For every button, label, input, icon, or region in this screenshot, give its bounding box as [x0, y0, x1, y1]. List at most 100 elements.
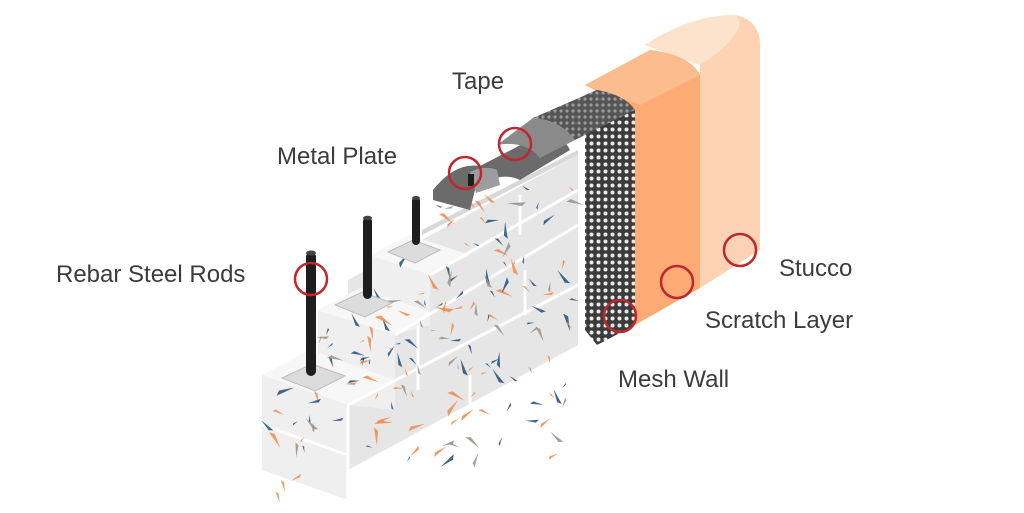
aggregate-fleck: [447, 442, 460, 448]
aggregate-fleck: [327, 342, 333, 348]
aggregate-fleck: [300, 436, 305, 443]
aggregate-fleck: [502, 241, 511, 258]
aggregate-fleck: [510, 258, 519, 276]
aggregate-fleck: [547, 355, 551, 365]
aggregate-fleck: [485, 219, 500, 224]
aggregate-fleck: [276, 387, 295, 396]
aggregate-fleck: [483, 193, 495, 203]
aggregate-fleck: [295, 442, 299, 458]
aggregate-fleck: [470, 203, 476, 210]
aggregate-fleck: [280, 480, 285, 493]
aggregate-fleck: [474, 200, 485, 213]
aggregate-fleck: [498, 437, 503, 446]
aggregate-fleck: [447, 399, 459, 417]
label-tape: Tape: [452, 68, 505, 95]
aggregate-fleck: [316, 336, 330, 340]
aggregate-fleck: [369, 326, 373, 341]
aggregate-fleck: [565, 322, 572, 330]
aggregate-fleck: [528, 278, 537, 287]
stucco-layer: [645, 15, 760, 288]
aggregate-fleck: [410, 390, 415, 398]
marker-rebar: [293, 261, 329, 297]
aggregate-fleck: [367, 335, 372, 353]
aggregate-fleck: [450, 275, 459, 283]
aggregate-fleck: [409, 445, 419, 457]
aggregate-fleck: [374, 427, 379, 446]
aggregate-fleck: [397, 352, 403, 368]
aggregate-fleck: [435, 204, 443, 208]
aggregate-fleck: [465, 437, 480, 449]
aggregate-fleck: [386, 306, 394, 308]
aggregate-fleck: [314, 391, 319, 404]
aggregate-fleck: [495, 289, 513, 297]
aggregate-fleck: [347, 380, 360, 384]
aggregate-fleck: [549, 393, 555, 399]
aggregate-fleck: [350, 351, 366, 356]
aggregate-fleck: [543, 214, 555, 226]
aggregate-fleck: [400, 384, 407, 397]
metal-plates: [280, 239, 442, 392]
aggregate-fleck: [536, 201, 539, 210]
aggregate-fleck: [427, 274, 439, 290]
aggregate-fleck: [328, 357, 334, 369]
aggregate-fleck: [561, 382, 566, 389]
aggregate-fleck: [327, 355, 344, 361]
aggregate-fleck: [434, 446, 447, 458]
aggregate-fleck: [453, 306, 463, 310]
aggregate-fleck: [275, 491, 280, 504]
aggregate-fleck: [374, 393, 379, 400]
aggregate-fleck: [489, 290, 495, 298]
aggregate-fleck: [529, 326, 538, 334]
block-seams: [261, 188, 579, 500]
aggregate-fleck: [478, 409, 491, 415]
aggregate-fleck: [419, 319, 424, 328]
aggregate-fleck: [522, 255, 524, 264]
aggregate-fleck: [468, 365, 474, 372]
aggregate-fleck: [479, 217, 486, 225]
aggregate-fleck: [501, 277, 509, 294]
aggregate-fleck: [493, 324, 505, 337]
aggregate-fleck: [449, 338, 462, 342]
aggregate-fleck: [503, 221, 508, 239]
aggregate-fleck: [359, 360, 372, 365]
aggregate-fleck: [469, 300, 475, 311]
aggregate-fleck: [305, 418, 319, 430]
aggregate-fleck: [484, 273, 493, 288]
aggregate-fleck: [494, 248, 509, 256]
aggregate-fleck: [550, 431, 564, 442]
aggregate-fleck: [528, 367, 532, 374]
aggregate-fleck: [390, 401, 394, 410]
aggregate-fleck: [569, 298, 579, 301]
aggregate-fleck: [307, 398, 321, 404]
aggregate-fleck: [392, 387, 404, 390]
aggregate-fleck: [438, 336, 451, 340]
aggregate-fleck: [562, 397, 567, 408]
aggregate-fleck: [413, 300, 427, 309]
aggregate-fleck: [404, 339, 419, 349]
aggregate-fleck: [331, 417, 344, 421]
label-stucco: Stucco: [779, 255, 853, 282]
aggregate-fleck: [451, 418, 460, 426]
aggregate-fleck: [460, 358, 468, 376]
aggregate-fleck: [480, 372, 488, 375]
aggregate-flecks: [261, 185, 584, 504]
aggregate-fleck: [272, 409, 285, 415]
aggregate-fleck: [461, 409, 474, 421]
marker-mesh-wall: [602, 298, 638, 334]
aggregate-fleck: [470, 391, 476, 398]
aggregate-fleck: [487, 314, 490, 322]
aggregate-fleck: [553, 389, 562, 404]
aggregate-fleck: [440, 454, 454, 467]
tape-cap: [433, 118, 575, 210]
marker-scratch-layer: [659, 264, 695, 300]
aggregate-fleck: [362, 375, 379, 383]
mesh-wall: [533, 90, 635, 345]
aggregate-fleck: [430, 329, 437, 332]
aggregate-fleck: [494, 238, 504, 246]
aggregate-fleck: [490, 358, 500, 365]
aggregate-fleck: [394, 342, 401, 345]
aggregate-fleck: [397, 310, 411, 317]
label-scratch-layer: Scratch Layer: [705, 307, 854, 334]
aggregate-fleck: [507, 202, 526, 207]
